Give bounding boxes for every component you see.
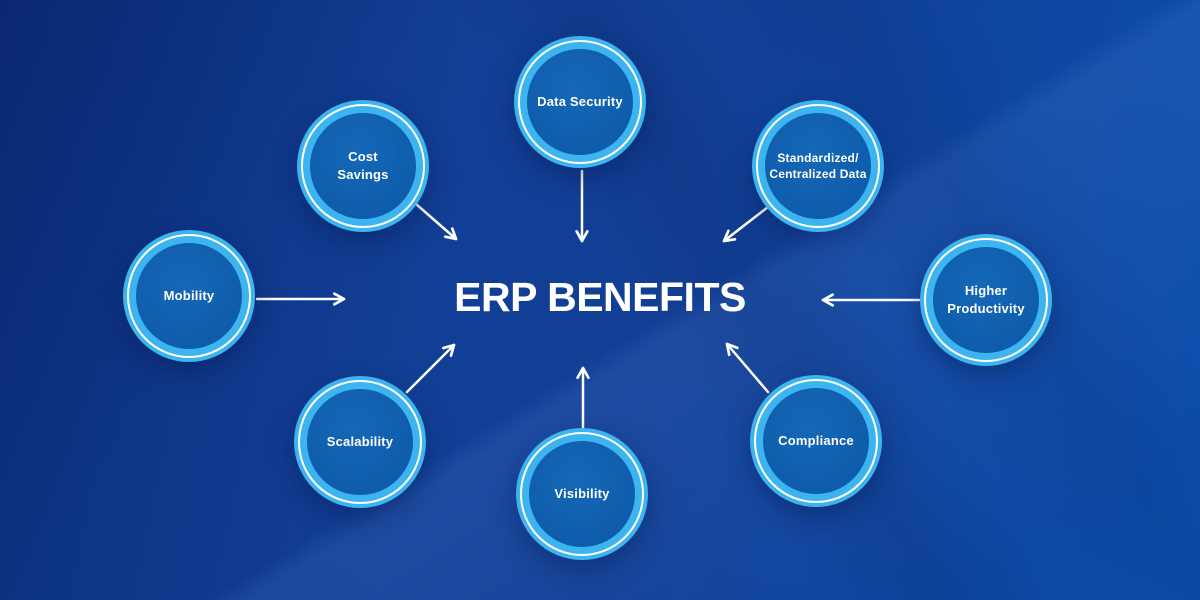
node-label: Cost Savings xyxy=(337,149,389,182)
node-label: Compliance xyxy=(778,433,854,449)
node-label: Higher Productivity xyxy=(947,283,1025,316)
node-label: Visibility xyxy=(554,486,610,502)
node-inner: Higher Productivity xyxy=(933,247,1039,353)
arrow-cost-savings xyxy=(414,202,458,241)
node-inner: Data Security xyxy=(527,49,633,155)
node-inner: Cost Savings xyxy=(310,113,416,219)
node-compliance: Compliance xyxy=(750,375,882,507)
node-data-security: Data Security xyxy=(514,36,646,168)
node-inner: Scalability xyxy=(307,389,413,495)
arrow-compliance xyxy=(725,342,770,394)
node-inner: Mobility xyxy=(136,243,242,349)
node-label: Standardized/ Centralized Data xyxy=(769,150,867,181)
arrow-scalability xyxy=(405,343,456,394)
node-inner: Standardized/ Centralized Data xyxy=(765,113,871,219)
node-label: Mobility xyxy=(163,288,215,304)
node-standardized-centralized-data: Standardized/ Centralized Data xyxy=(752,100,884,232)
node-cost-savings: Cost Savings xyxy=(297,100,429,232)
node-label: Scalability xyxy=(326,434,394,450)
node-label: Data Security xyxy=(537,94,623,110)
node-visibility: Visibility xyxy=(516,428,648,560)
node-mobility: Mobility xyxy=(123,230,255,362)
arrow-standardized xyxy=(722,205,770,243)
node-inner: Visibility xyxy=(529,441,635,547)
node-higher-productivity: Higher Productivity xyxy=(920,234,1052,366)
page-title: ERP BENEFITS xyxy=(454,274,746,320)
node-scalability: Scalability xyxy=(294,376,426,508)
node-inner: Compliance xyxy=(763,388,869,494)
